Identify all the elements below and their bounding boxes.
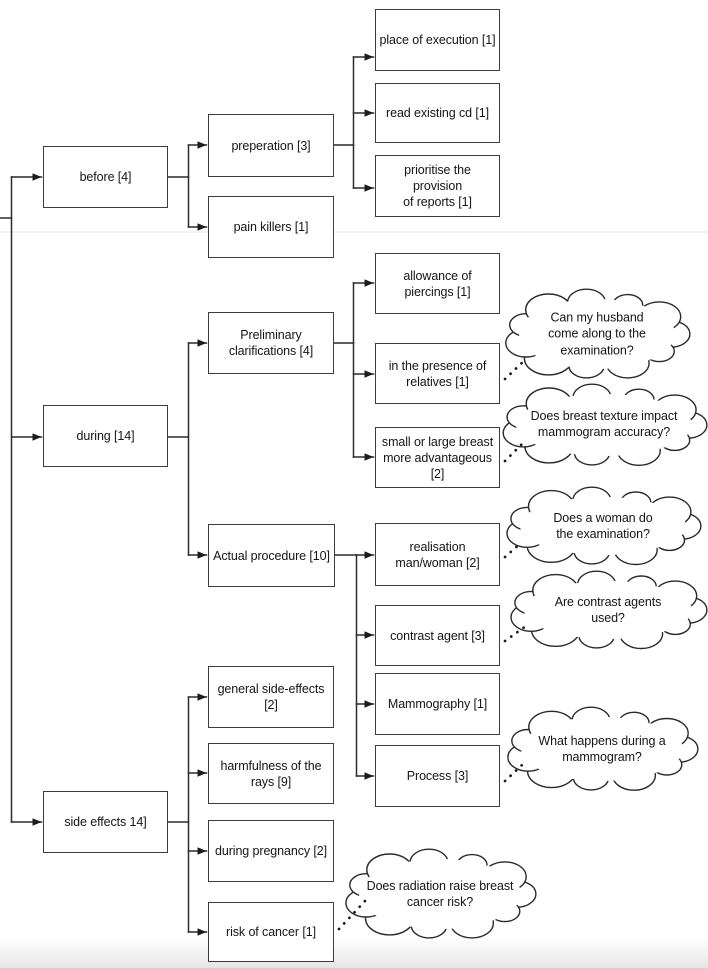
node-process: Process [3] <box>375 745 500 807</box>
node-presence-relatives: in the presence of relatives [1] <box>375 343 500 404</box>
cloud-question-husband: Can my husband come along to the examina… <box>548 310 646 358</box>
node-general-side-effects: general side-effects [2] <box>208 666 334 728</box>
cloud-question-radiation: Does radiation raise breast cancer risk? <box>366 878 514 909</box>
cloud-contrast <box>510 570 708 650</box>
node-during-pregnancy: during pregnancy [2] <box>208 820 334 882</box>
cloud-question-mammogram: What happens during a mammogram? <box>538 733 666 764</box>
node-allowance-piercings: allowance of piercings [1] <box>375 253 500 314</box>
cloud-radiation <box>345 848 537 939</box>
cloud-question-woman: Does a woman do the examination? <box>553 510 653 541</box>
node-contrast-agent: contrast agent [3] <box>375 605 500 666</box>
cloud-woman <box>506 486 702 566</box>
node-place-of-execution: place of execution [1] <box>375 9 500 71</box>
node-side-effects: side effects 14] <box>43 791 168 853</box>
node-risk-of-cancer: risk of cancer [1] <box>208 902 334 962</box>
cloud-mammogram <box>507 706 699 791</box>
page-fold-line <box>0 231 708 233</box>
page-bottom-shade <box>0 937 708 969</box>
node-preperation: preperation [3] <box>208 114 334 177</box>
cloud-husband <box>505 288 691 379</box>
cloud-question-contrast: Are contrast agents used? <box>554 594 662 625</box>
node-mammography: Mammography [1] <box>375 673 500 735</box>
node-before: before [4] <box>43 146 168 208</box>
node-harmfulness-rays: harmfulness of the rays [9] <box>208 743 334 804</box>
node-actual-procedure: Actual procedure [10] <box>208 524 335 587</box>
node-prioritise-reports: prioritise the provision of reports [1] <box>375 155 500 217</box>
node-small-large-breast: small or large breast more advantageous … <box>375 427 500 488</box>
cloud-texture <box>502 383 708 467</box>
node-realisation-man-woman: realisation man/woman [2] <box>375 523 500 586</box>
node-preliminary-clarifications: Preliminary clarifications [4] <box>208 312 334 374</box>
node-read-existing-cd: read existing cd [1] <box>375 83 500 143</box>
node-during: during [14] <box>43 405 168 467</box>
node-pain-killers: pain killers [1] <box>208 196 334 258</box>
cloud-question-texture: Does breast texture impact mammogram acc… <box>530 408 678 439</box>
